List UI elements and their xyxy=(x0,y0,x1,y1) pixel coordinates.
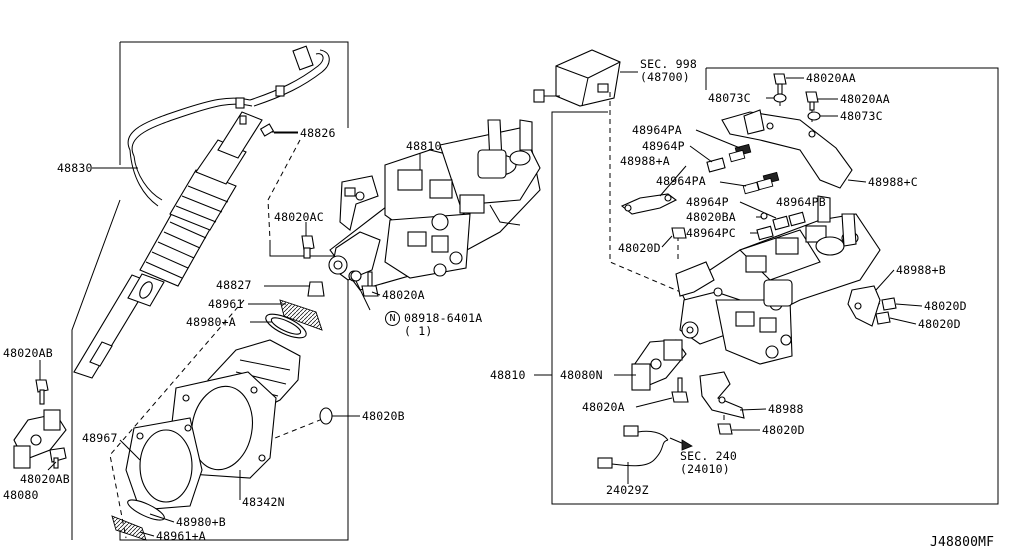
label-sec998: SEC. 998 xyxy=(640,57,697,71)
label-24029Z: 24029Z xyxy=(606,483,649,497)
bolt-48020AB-bottom xyxy=(49,447,67,469)
label-48020AC: 48020AC xyxy=(274,210,324,224)
bolt-48020D-2 xyxy=(881,297,897,311)
right-assembly-frame xyxy=(551,67,999,505)
module-sec998 xyxy=(533,49,638,107)
label-48020A-right: 48020A xyxy=(582,400,625,414)
label-48020D-2: 48020D xyxy=(924,299,967,313)
label-48020B: 48020B xyxy=(362,409,405,423)
label-48020D-3: 48020D xyxy=(918,317,961,331)
label-48020AB-top: 48020AB xyxy=(3,346,53,360)
label-48073C-2: 48073C xyxy=(840,109,883,123)
label-48967: 48967 xyxy=(82,431,118,445)
label-48342N: 48342N xyxy=(242,495,285,509)
bracket-48080N xyxy=(631,339,687,391)
label-sec240: SEC. 240 xyxy=(680,449,737,463)
label-48020A-left: 48020A xyxy=(382,288,425,302)
steering-shaft-48830 xyxy=(73,45,330,379)
ring-48980A xyxy=(265,313,307,339)
diagram-id: J48800MF xyxy=(930,535,995,550)
bolt-48020D-4 xyxy=(717,423,733,435)
bracket-48080 xyxy=(13,409,67,469)
label-48020D-1: 48020D xyxy=(618,241,661,255)
label-48964PB: 48964PB xyxy=(776,195,826,209)
label-48810-right: 48810 xyxy=(490,368,526,382)
label-48980B: 48980+B xyxy=(176,515,226,529)
label-48988C: 48988+C xyxy=(868,175,918,189)
boot-48342N xyxy=(169,339,301,479)
left-assembly-frame xyxy=(71,41,349,541)
bolt-48020D-1 xyxy=(671,227,687,239)
left-dashed-leaders xyxy=(109,139,331,539)
n-circle-symbol: N xyxy=(385,311,400,326)
label-48964PA-2: 48964PA xyxy=(656,174,706,188)
column-assembly-top xyxy=(328,119,541,291)
label-48020AA-2: 48020AA xyxy=(840,92,890,106)
label-48810-top: 48810 xyxy=(406,139,442,153)
label-48964PC: 48964PC xyxy=(686,226,736,240)
label-48988A: 48988+A xyxy=(620,154,670,168)
seal-48961 xyxy=(279,299,323,331)
label-48020BA: 48020BA xyxy=(686,210,736,224)
label-48964PA-1: 48964PA xyxy=(632,123,682,137)
bolt-48020A-left xyxy=(361,271,379,297)
label-48020AA-1: 48020AA xyxy=(806,71,856,85)
label-08918-6401A: 08918-6401A xyxy=(404,311,483,325)
label-48988B: 48988+B xyxy=(896,263,946,277)
label-48080-left: 48080 xyxy=(3,488,39,502)
label-48020D-4: 48020D xyxy=(762,423,805,437)
bracket-48988A xyxy=(620,193,678,215)
nut-08918 xyxy=(350,270,371,311)
bolt-48020A-right xyxy=(671,377,689,403)
pad-48964P-2 xyxy=(772,215,790,231)
pad-48964PB xyxy=(788,211,806,227)
label-48964P-1: 48964P xyxy=(642,139,685,153)
harness-24029Z xyxy=(597,425,693,469)
bolt-48020AC xyxy=(301,235,315,259)
label-sec998-ref: (48700) xyxy=(640,70,690,84)
label-48961A: 48961+A xyxy=(156,529,206,543)
pad-48964PC xyxy=(756,225,774,241)
label-sec240-ref: (24010) xyxy=(680,462,730,476)
label-48827: 48827 xyxy=(216,278,252,292)
seal-48827 xyxy=(307,281,325,297)
label-08918-qty: ( 1) xyxy=(404,324,433,338)
bolt-48020AA-2 xyxy=(805,91,819,111)
label-48826: 48826 xyxy=(300,126,336,140)
bracket-48988 xyxy=(699,371,745,419)
label-48988: 48988 xyxy=(768,402,804,416)
pad-48964PA-2 xyxy=(742,171,780,195)
label-48080N: 48080N xyxy=(560,368,603,382)
bracket-48988B xyxy=(847,285,881,327)
label-48961: 48961 xyxy=(208,297,244,311)
label-48073C-1: 48073C xyxy=(708,91,751,105)
seal-48961A xyxy=(111,515,147,541)
label-48830: 48830 xyxy=(57,161,93,175)
label-48980A: 48980+A xyxy=(186,315,236,329)
bolt-48020AB-top xyxy=(35,379,49,405)
label-48020AB-bottom: 48020AB xyxy=(20,472,70,486)
gasket-48967 xyxy=(125,417,203,511)
bracket-48988C xyxy=(721,109,853,189)
label-48964P-2: 48964P xyxy=(686,195,729,209)
bolt-48020D-3 xyxy=(875,311,891,325)
clip-48826 xyxy=(259,123,298,137)
column-assembly-right xyxy=(675,195,881,365)
